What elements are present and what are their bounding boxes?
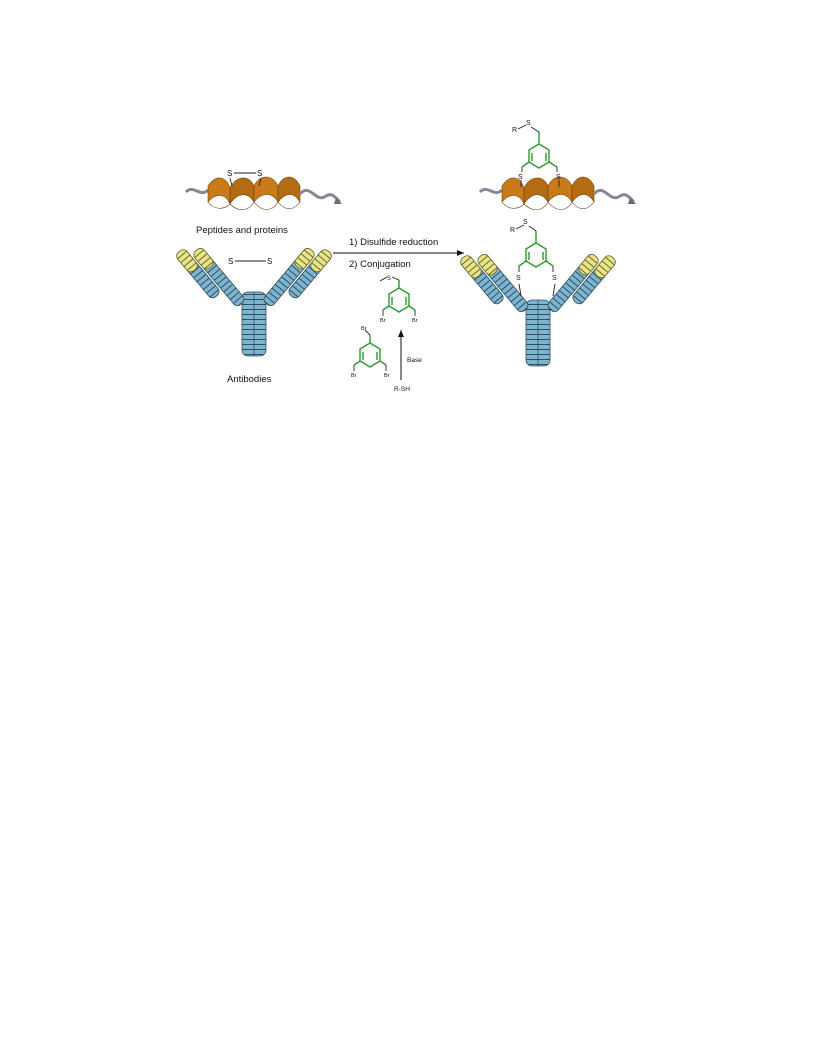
tribromide-reagent: Br Br Br <box>351 326 390 379</box>
step2-label: 2) Conjugation <box>349 259 411 270</box>
sulfur-atom-right: S <box>556 174 561 181</box>
conjugated-peptide-helix <box>478 175 638 212</box>
peptide-helix <box>184 175 344 212</box>
sulfur-atom-right: S <box>257 169 262 178</box>
base-label: Base <box>407 357 422 364</box>
bromine-atom-right: Br <box>412 318 418 324</box>
sulfur-atom-left: S <box>228 257 233 266</box>
bromine-atom-right: Br <box>384 373 390 379</box>
thiol-label: R-SH <box>394 386 410 393</box>
antibody-left <box>176 248 332 357</box>
sulfur-atom-left: S <box>227 169 232 178</box>
sulfur-atom: S <box>387 276 391 282</box>
antibody-disulfide: S S <box>228 257 272 266</box>
sulfur-atom-top: S <box>523 219 528 226</box>
r-group: R <box>512 127 517 134</box>
sulfur-atom-right: S <box>552 275 557 282</box>
bromine-atom-left: Br <box>380 318 386 324</box>
antibodies-label: Antibodies <box>227 374 272 385</box>
sulfur-atom-top: S <box>526 120 531 127</box>
bromine-atom-top: Br <box>361 326 367 332</box>
sulfur-atom-left: S <box>516 275 521 282</box>
sulfur-atom-left: S <box>518 174 523 181</box>
r-group: R <box>510 227 515 234</box>
sulfur-atom-right: S <box>267 257 272 266</box>
antibody-right <box>460 254 616 367</box>
linker-reagent: S Br Br <box>379 276 418 324</box>
peptide-disulfide: S S <box>227 169 262 187</box>
peptide-linker: R S S S <box>512 120 561 187</box>
antibody-linker: R S S S <box>510 219 557 282</box>
peptides-label: Peptides and proteins <box>196 225 288 236</box>
step1-label: 1) Disulfide reduction <box>349 237 438 248</box>
bromine-atom-left: Br <box>351 373 357 379</box>
